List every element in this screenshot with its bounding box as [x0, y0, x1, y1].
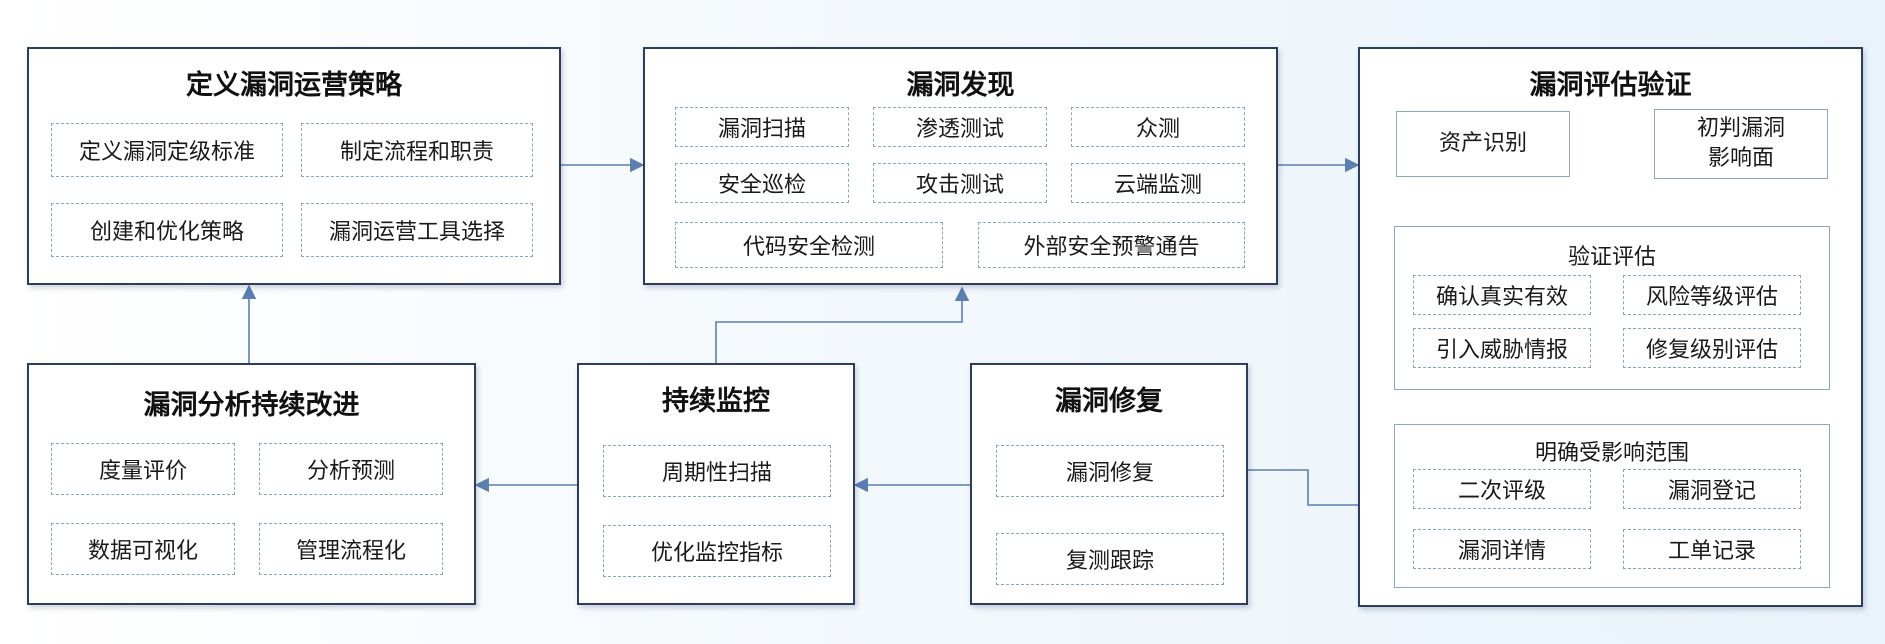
initial-assessment-box: 初判漏洞 影响面	[1654, 109, 1828, 179]
improve-item: 管理流程化	[259, 523, 443, 575]
strategy-item: 创建和优化策略	[51, 203, 283, 257]
verify-group: 验证评估 确认真实有效 风险等级评估 引入威胁情报 修复级别评估	[1394, 226, 1830, 390]
verify-item: 引入威胁情报	[1413, 328, 1591, 368]
scope-group: 明确受影响范围 二次评级 漏洞登记 漏洞详情 工单记录	[1394, 424, 1830, 588]
panel-monitor-title: 持续监控	[662, 386, 770, 417]
asset-identification-box: 资产识别	[1396, 111, 1570, 177]
scope-item: 漏洞登记	[1623, 469, 1801, 509]
improve-item: 数据可视化	[51, 523, 235, 575]
panel-discovery: 漏洞发现 漏洞扫描 渗透测试 众测 安全巡检 攻击测试 云端监测 代码安全检测 …	[643, 47, 1278, 285]
discovery-item: 云端监测	[1071, 163, 1245, 203]
improve-item: 度量评价	[51, 443, 235, 495]
improve-item: 分析预测	[259, 443, 443, 495]
scope-item: 漏洞详情	[1413, 529, 1591, 569]
verify-item: 确认真实有效	[1413, 275, 1591, 315]
panel-repair: 漏洞修复 漏洞修复 复测跟踪	[970, 363, 1248, 605]
monitor-item: 优化监控指标	[603, 525, 831, 577]
panel-evaluation-title: 漏洞评估验证	[1529, 70, 1692, 101]
verify-item: 修复级别评估	[1623, 328, 1801, 368]
repair-item: 复测跟踪	[996, 533, 1224, 585]
panel-monitor: 持续监控 周期性扫描 优化监控指标	[577, 363, 855, 605]
verify-group-title: 验证评估	[1567, 245, 1656, 270]
strategy-item: 漏洞运营工具选择	[301, 203, 533, 257]
discovery-item: 漏洞扫描	[675, 107, 849, 147]
scope-group-title: 明确受影响范围	[1534, 441, 1689, 466]
panel-strategy: 定义漏洞运营策略 定义漏洞定级标准 制定流程和职责 创建和优化策略 漏洞运营工具…	[27, 47, 561, 285]
initial-assessment-line-2: 影响面	[1707, 146, 1774, 171]
repair-item: 漏洞修复	[996, 445, 1224, 497]
panel-improve-title: 漏洞分析持续改进	[143, 390, 360, 421]
discovery-item: 代码安全检测	[675, 222, 943, 268]
scope-item: 工单记录	[1623, 529, 1801, 569]
discovery-item: 安全巡检	[675, 163, 849, 203]
monitor-item: 周期性扫描	[603, 445, 831, 497]
panel-strategy-title: 定义漏洞运营策略	[186, 70, 402, 101]
panel-discovery-title: 漏洞发现	[906, 70, 1015, 101]
strategy-item: 制定流程和职责	[301, 123, 533, 177]
arrow-monitor-to-discovery	[715, 286, 970, 363]
panel-evaluation: 漏洞评估验证 资产识别 初判漏洞 影响面 验证评估 确认真实有效 风险等级评估 …	[1358, 47, 1863, 607]
panel-improve: 漏洞分析持续改进 度量评价 分析预测 数据可视化 管理流程化	[27, 363, 476, 605]
panel-repair-title: 漏洞修复	[1055, 386, 1163, 417]
arrow-scope-to-repair	[1220, 462, 1392, 506]
discovery-item: 攻击测试	[873, 163, 1047, 203]
discovery-item: 外部安全预警通告	[978, 222, 1245, 268]
initial-assessment-line-1: 初判漏洞	[1696, 116, 1785, 141]
discovery-item: 渗透测试	[873, 107, 1047, 147]
discovery-item: 众测	[1071, 107, 1245, 147]
scope-item: 二次评级	[1413, 469, 1591, 509]
strategy-item: 定义漏洞定级标准	[51, 123, 283, 177]
verify-item: 风险等级评估	[1623, 275, 1801, 315]
